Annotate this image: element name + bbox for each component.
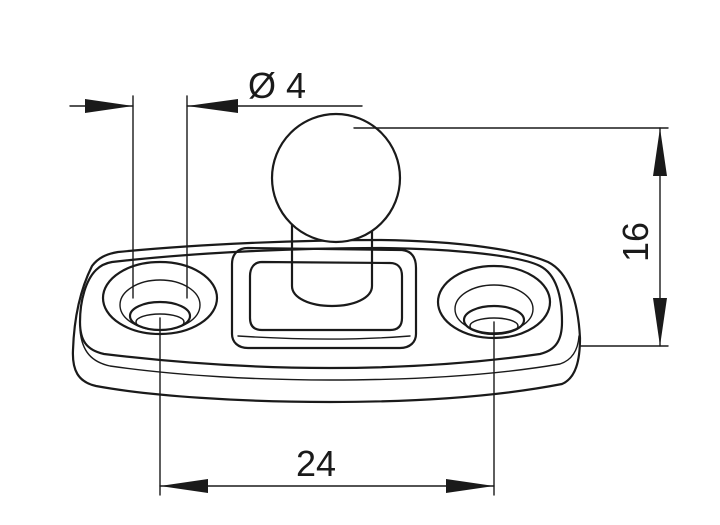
- plate-thickness-line: [79, 329, 580, 381]
- spacing-label: 24: [296, 443, 336, 484]
- mounting-plate: [71, 238, 582, 404]
- diameter-label: Ø 4: [248, 65, 306, 106]
- height-dimension: 16: [353, 127, 669, 347]
- center-boss: [230, 246, 418, 350]
- spacing-arrow-right: [446, 479, 494, 493]
- diameter-dimension: Ø 4: [69, 65, 363, 299]
- height-label: 16: [615, 222, 656, 262]
- ball-stud: [270, 112, 402, 308]
- diameter-arrow-right: [187, 99, 238, 113]
- base-plate-outline: [71, 238, 582, 404]
- boss-outer: [230, 246, 418, 350]
- height-arrow-bottom: [653, 298, 667, 346]
- spacing-arrow-left: [160, 479, 208, 493]
- boss-inner: [248, 260, 404, 332]
- spacing-dimension: 24: [159, 317, 495, 496]
- stud-shank: [290, 220, 374, 308]
- diameter-arrow-left: [85, 99, 133, 113]
- stud-ball-head: [270, 112, 402, 244]
- height-arrow-top: [653, 128, 667, 176]
- boss-step-line: [237, 335, 411, 340]
- top-face-outline: [78, 246, 564, 370]
